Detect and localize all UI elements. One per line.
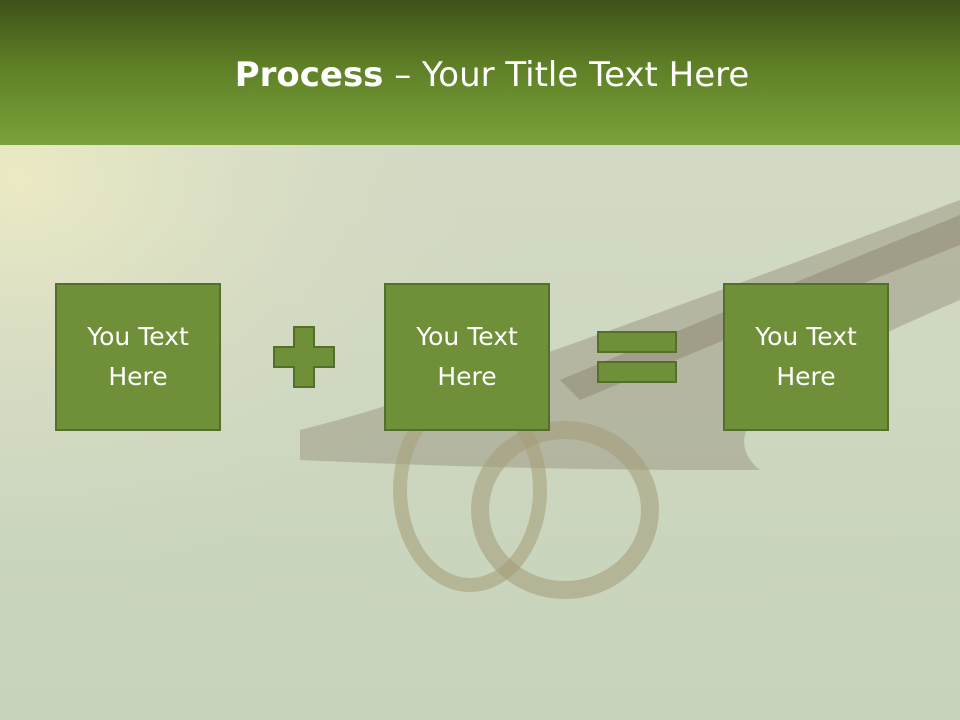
process-box-2[interactable]: You Text Here bbox=[384, 283, 550, 431]
process-box-1-line2: Here bbox=[108, 362, 168, 391]
process-box-2-line1: You Text bbox=[416, 322, 518, 351]
process-box-3[interactable]: You Text Here bbox=[723, 283, 889, 431]
process-box-2-line2: Here bbox=[437, 362, 497, 391]
slide-title-rest: – Your Title Text Here bbox=[383, 55, 750, 95]
slide-title-bold: Process bbox=[234, 55, 384, 95]
equals-icon bbox=[597, 331, 677, 383]
slide-title[interactable]: Process – Your Title Text Here bbox=[0, 54, 960, 96]
process-box-3-line1: You Text bbox=[755, 322, 857, 351]
title-bar bbox=[0, 0, 960, 145]
process-box-3-line2: Here bbox=[776, 362, 836, 391]
plus-icon bbox=[273, 326, 335, 388]
process-box-1[interactable]: You Text Here bbox=[55, 283, 221, 431]
process-box-1-line1: You Text bbox=[87, 322, 189, 351]
